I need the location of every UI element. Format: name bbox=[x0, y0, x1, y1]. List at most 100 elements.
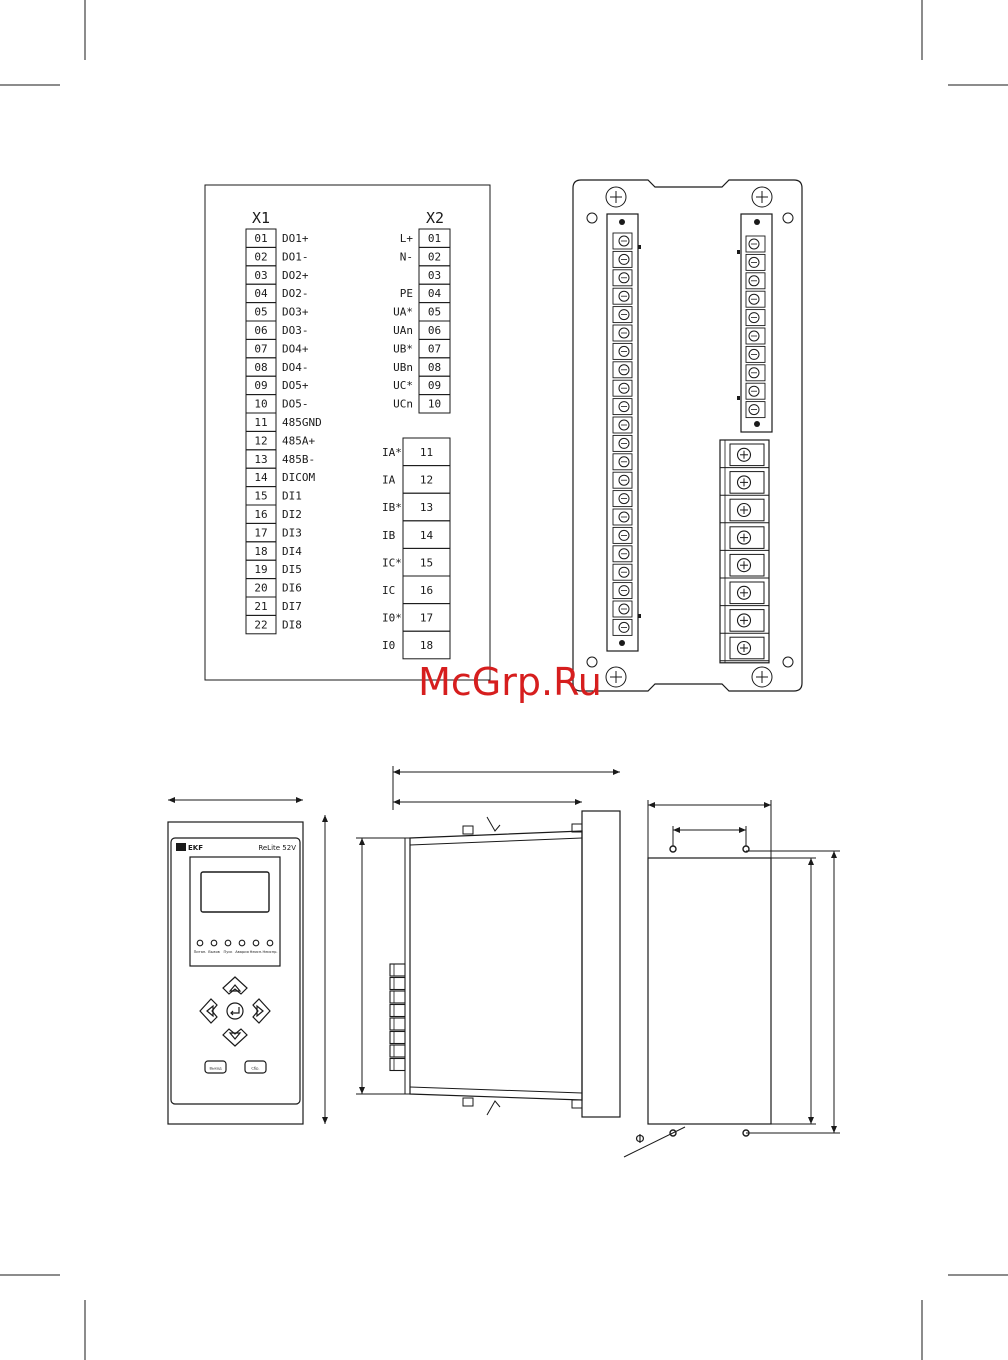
current-rear-terminal bbox=[729, 553, 765, 577]
status-led-label: Авария bbox=[235, 950, 249, 954]
x1-pin-label: 485B- bbox=[282, 453, 315, 466]
x1-pin-label: DI1 bbox=[282, 490, 302, 503]
x2-pin-label: L+ bbox=[400, 232, 414, 245]
x1-pin-label: DO4+ bbox=[282, 342, 309, 355]
side-terminal bbox=[389, 1017, 406, 1031]
screw-icon bbox=[748, 275, 760, 287]
x1-pin-number: 14 bbox=[254, 471, 268, 484]
x1-pin-label: DICOM bbox=[282, 471, 315, 484]
screw-icon bbox=[618, 272, 630, 284]
side-terminal bbox=[389, 1003, 406, 1018]
status-led-icon bbox=[252, 939, 260, 947]
current-terminal-number: 16 bbox=[420, 584, 433, 597]
x1-pin-number: 10 bbox=[254, 398, 267, 411]
screw-icon bbox=[618, 235, 630, 247]
side-terminal bbox=[389, 963, 406, 977]
x1-rear-terminal bbox=[612, 250, 633, 268]
ekf-logo-icon bbox=[176, 843, 186, 851]
status-led-icon bbox=[210, 939, 218, 947]
screw-icon bbox=[618, 401, 630, 413]
screw-icon bbox=[736, 447, 752, 462]
arrow-down-button[interactable] bbox=[222, 1028, 248, 1047]
x2-pin-label: UCn bbox=[393, 398, 413, 411]
x1-rear-terminal bbox=[612, 434, 633, 452]
x1-rear-terminal bbox=[612, 471, 633, 489]
current-terminal-number: 14 bbox=[420, 529, 434, 542]
screw-icon bbox=[736, 558, 752, 573]
x1-pin-label: DI7 bbox=[282, 600, 302, 613]
x1-rear-terminal bbox=[612, 526, 633, 544]
x1-pin-number: 20 bbox=[254, 582, 267, 595]
current-rear-terminal bbox=[729, 609, 765, 632]
screw-icon bbox=[618, 290, 630, 302]
side-terminal bbox=[389, 1057, 406, 1072]
x1-pin-number: 06 bbox=[254, 324, 267, 337]
screw-icon bbox=[618, 566, 630, 578]
screw-icon bbox=[618, 529, 630, 541]
x1-rear-connector bbox=[606, 213, 639, 652]
screw-icon bbox=[618, 364, 630, 376]
screw-icon bbox=[748, 385, 760, 397]
screw-icon bbox=[736, 502, 752, 518]
x1-pin-label: DI3 bbox=[282, 526, 302, 539]
arrow-up-button[interactable] bbox=[222, 976, 248, 995]
x1-pin-number: 17 bbox=[254, 526, 267, 539]
x1-rear-terminal bbox=[612, 563, 633, 581]
current-rear-terminal bbox=[729, 498, 765, 522]
x1-rear-terminal bbox=[612, 582, 633, 600]
x1-rear-terminal bbox=[612, 398, 633, 416]
x1-rear-terminal bbox=[612, 545, 633, 563]
arrow-right-button[interactable] bbox=[252, 998, 271, 1024]
x1-pin-number: 07 bbox=[254, 342, 267, 355]
exit-button-label: Выход bbox=[209, 1067, 222, 1071]
x1-pin-number: 09 bbox=[254, 379, 267, 392]
current-terminal-label: IA* bbox=[382, 446, 402, 459]
arrow-left-button[interactable] bbox=[199, 998, 218, 1024]
x1-pin-number: 03 bbox=[254, 269, 267, 282]
status-led-icon bbox=[196, 939, 204, 947]
x1-pin-label: 485GND bbox=[282, 416, 322, 429]
x1-rear-terminal bbox=[612, 269, 633, 287]
side-view bbox=[356, 766, 621, 1118]
x1-pin-label: DO1+ bbox=[282, 232, 309, 245]
side-terminal bbox=[389, 1030, 406, 1045]
screw-icon bbox=[748, 348, 760, 360]
x1-rear-terminal bbox=[612, 600, 633, 618]
x1-rear-terminal bbox=[612, 232, 633, 250]
x1-pin-label: 485A+ bbox=[282, 434, 315, 447]
reset-button[interactable] bbox=[244, 1060, 267, 1074]
x2-rear-terminal bbox=[745, 272, 766, 290]
x1-rear-terminal bbox=[612, 287, 633, 305]
x1-pin-label: DI4 bbox=[282, 545, 302, 558]
enter-button[interactable] bbox=[226, 1002, 244, 1020]
x2-pin-label: UBn bbox=[393, 361, 413, 374]
x1-pin-label: DO2- bbox=[282, 287, 309, 300]
x2-pin-label: UB* bbox=[393, 342, 413, 355]
x1-rear-terminals bbox=[612, 232, 633, 636]
screw-icon bbox=[748, 293, 760, 305]
current-rear-terminal-block bbox=[719, 439, 770, 664]
screw-icon bbox=[748, 404, 760, 416]
current-rear-terminal bbox=[729, 471, 765, 494]
screw-icon bbox=[618, 253, 630, 265]
x1-pin-number: 11 bbox=[254, 416, 267, 429]
screw-icon bbox=[736, 585, 752, 600]
current-rear-terminal bbox=[729, 581, 765, 605]
screw-icon bbox=[748, 330, 760, 342]
screw-icon bbox=[618, 603, 630, 615]
x1-pin-label: DI2 bbox=[282, 508, 302, 521]
x2-pin-number: 10 bbox=[428, 398, 441, 411]
status-led-label: Вызов bbox=[208, 950, 220, 954]
current-terminal-number: 12 bbox=[420, 474, 433, 487]
x2-pin-number: 05 bbox=[428, 306, 441, 319]
current-terminal-label: IA bbox=[382, 474, 396, 487]
exit-button[interactable] bbox=[204, 1060, 227, 1074]
screw-icon bbox=[618, 327, 630, 339]
x1-pin-number: 02 bbox=[254, 250, 267, 263]
x2-rear-terminal bbox=[745, 235, 766, 253]
x1-pin-number: 18 bbox=[254, 545, 267, 558]
current-terminal-label: IC* bbox=[382, 556, 402, 569]
current-rear-terminal bbox=[729, 443, 765, 467]
screw-icon bbox=[618, 437, 630, 449]
current-terminal-label: IC bbox=[382, 584, 395, 597]
